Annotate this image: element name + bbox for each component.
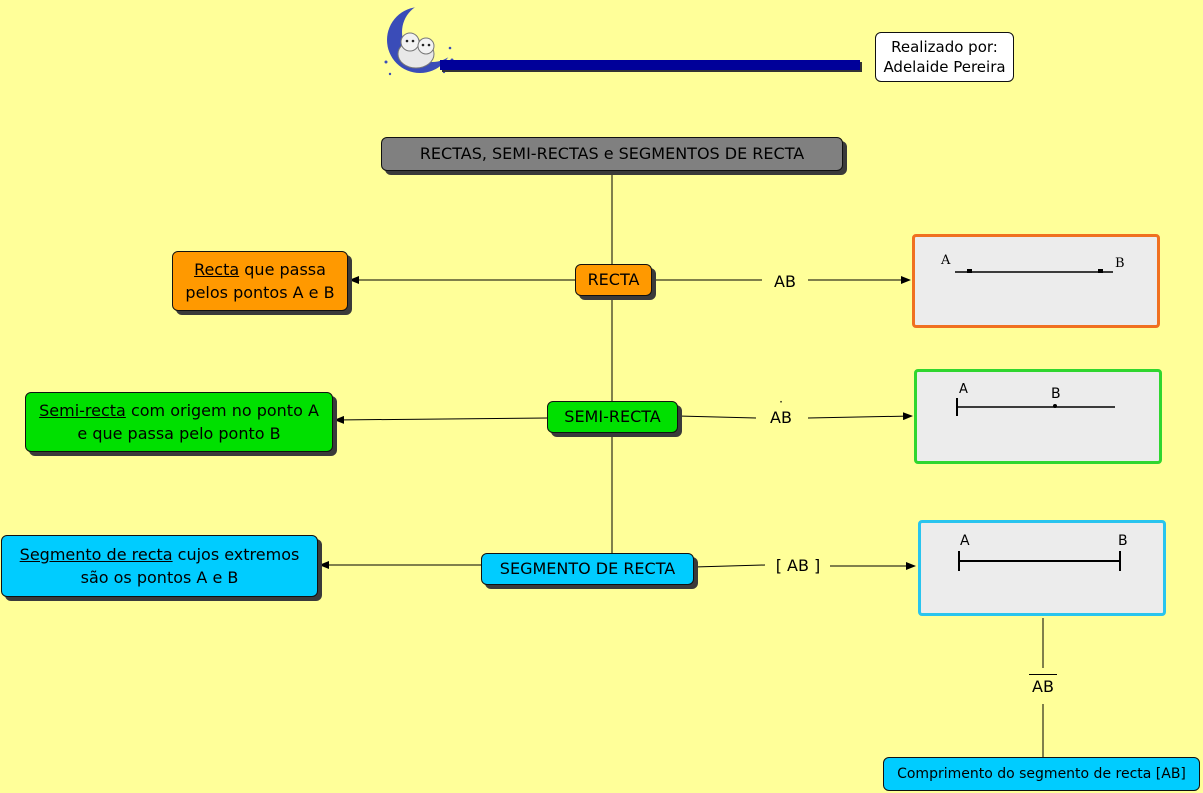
segmento-notation: [ AB ]: [766, 555, 830, 577]
segment-length-node[interactable]: Comprimento do segmento de recta [AB]: [883, 757, 1200, 791]
segmento-description-line2: são os pontos A e B: [80, 568, 239, 587]
ray-mark: ·: [779, 395, 783, 409]
semirecta-point-a: A: [959, 382, 968, 397]
semirecta-description-line1: Semi-recta com origem no ponto A: [39, 399, 319, 422]
line-semirecta-notation: [677, 415, 757, 419]
recta-point-a: A: [940, 253, 951, 268]
recta-description-rest: que passa: [239, 259, 326, 279]
segmento-point-b: B: [1118, 533, 1128, 549]
semirecta-illustration: A B: [914, 369, 1162, 464]
segmento-description-node[interactable]: Segmento de recta cujos extremos são os …: [1, 535, 318, 597]
root-concept-label: RECTAS, SEMI-RECTAS e SEGMENTOS DE RECTA: [419, 144, 805, 164]
segmento-node[interactable]: SEGMENTO DE RECTA: [481, 553, 694, 585]
segmento-notation-text: [ AB ]: [775, 556, 821, 575]
segmento-label: SEGMENTO DE RECTA: [499, 559, 676, 579]
semirecta-notation: · AB: [757, 395, 805, 428]
recta-description-node[interactable]: Recta que passa pelos pontos A e B: [172, 251, 348, 311]
segment-length-notation-text: AB: [1029, 674, 1057, 696]
recta-node[interactable]: RECTA: [575, 264, 652, 296]
semirecta-description-line2: e que passa pelo ponto B: [77, 424, 281, 443]
semirecta-notation-text: AB: [770, 408, 792, 427]
author-box: Realizado por: Adelaide Pereira: [875, 32, 1014, 82]
segmento-description-line1: Segmento de recta cujos extremos: [20, 543, 300, 566]
segmento-term: Segmento de recta: [19, 544, 173, 564]
segmento-description-rest: cujos extremos: [172, 544, 300, 564]
segment-length-notation: AB: [1026, 672, 1060, 699]
semirecta-node[interactable]: SEMI-RECTA: [547, 401, 678, 433]
semirecta-description-node[interactable]: Semi-recta com origem no ponto A e que p…: [25, 392, 333, 452]
recta-term: Recta: [194, 259, 240, 279]
recta-description-line1: Recta que passa: [194, 258, 326, 281]
recta-description-line2: pelos pontos A e B: [185, 283, 335, 302]
segmento-illustration: A B: [918, 520, 1166, 616]
semirecta-term: Semi-recta: [39, 400, 126, 420]
semirecta-label: SEMI-RECTA: [564, 407, 661, 427]
arrow-semirecta-image: [807, 412, 913, 421]
semirecta-description-rest: com origem no ponto A: [125, 400, 319, 420]
line-segmento-notation: [693, 564, 766, 568]
recta-notation-text: AB: [774, 272, 796, 291]
recta-label: RECTA: [587, 270, 640, 290]
recta-notation: AB: [762, 271, 808, 293]
author-label: Realizado por:: [891, 37, 998, 56]
title-bar: [440, 60, 860, 70]
segment-length-label: Comprimento do segmento de recta [AB]: [897, 765, 1186, 782]
moon-cats-icon: [380, 2, 462, 80]
root-concept-node[interactable]: RECTAS, SEMI-RECTAS e SEGMENTOS DE RECTA: [381, 137, 843, 171]
author-name: Adelaide Pereira: [883, 58, 1006, 76]
arrow-semirecta-desc: [334, 415, 549, 424]
recta-point-b: B: [1115, 256, 1125, 271]
segmento-point-a: A: [960, 533, 970, 549]
recta-illustration: A B: [912, 234, 1160, 328]
semirecta-point-b: B: [1051, 386, 1061, 402]
